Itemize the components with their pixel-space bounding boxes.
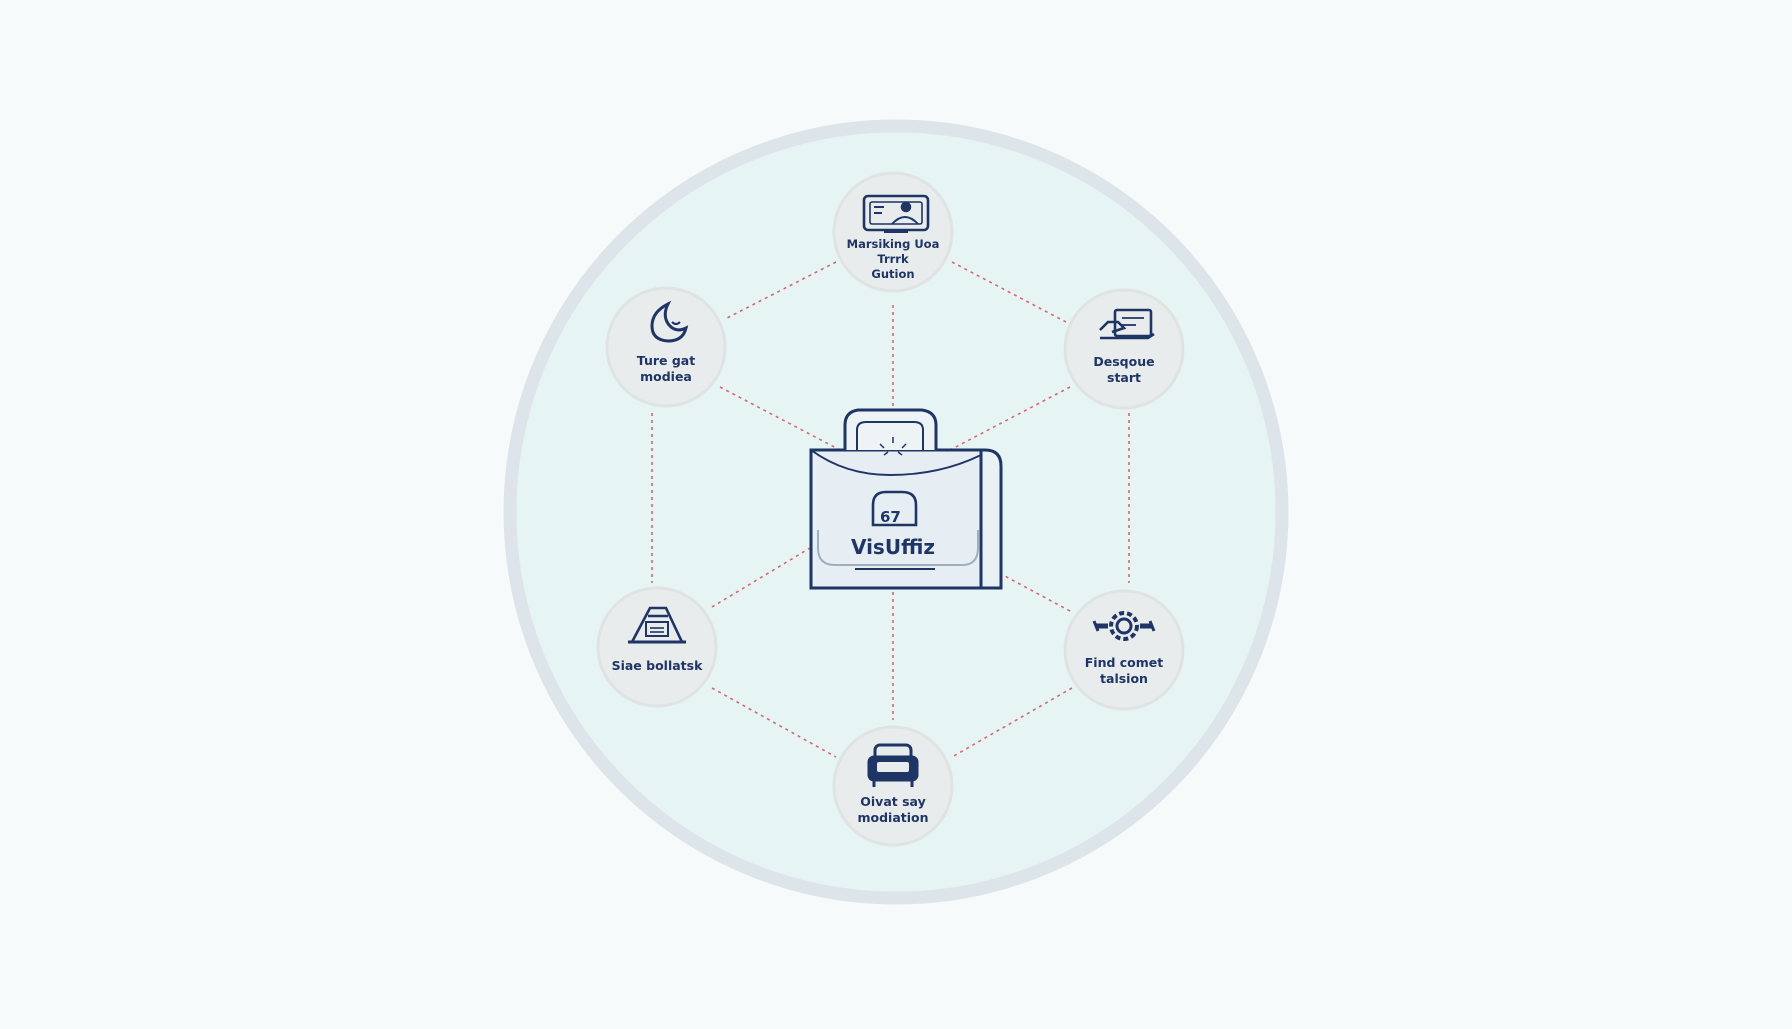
monitor-card-icon (862, 194, 930, 233)
hand-screen-icon (1099, 308, 1155, 340)
connector-line (711, 547, 811, 608)
armchair-icon (867, 743, 919, 787)
center-label: VisUffiz (850, 535, 936, 559)
gear-icon (1092, 611, 1156, 641)
node-label-top-right: Desqoue start (1093, 354, 1155, 385)
connector-lines (651, 261, 1130, 758)
connector-line (711, 687, 837, 758)
building-icon (628, 606, 686, 644)
node-circle-bottom (832, 725, 954, 847)
node-label-bottom-left: Siae bollatsk (611, 658, 703, 673)
node-circle-bottom-left (596, 586, 718, 708)
connector-line (719, 386, 841, 451)
connector-line (949, 386, 1071, 451)
connector-line (951, 687, 1073, 758)
node-label-top-left: Ture gat modiea (636, 353, 696, 384)
svg-text:67: 67 (880, 508, 901, 526)
node-circle-bottom-right (1063, 589, 1185, 711)
connector-line (951, 261, 1067, 323)
node-circle-top-left (605, 286, 727, 408)
node-label-top: Marsiking Uoa Trrrk Gution (846, 237, 940, 281)
node-label-bottom: Oivat say modiation (857, 794, 929, 825)
node-circle-top-right (1063, 288, 1185, 410)
node-label-bottom-right: Find comet talsion (1084, 655, 1164, 686)
folder-with-badge-icon: 67 (809, 408, 1003, 590)
moon-icon (650, 300, 689, 343)
